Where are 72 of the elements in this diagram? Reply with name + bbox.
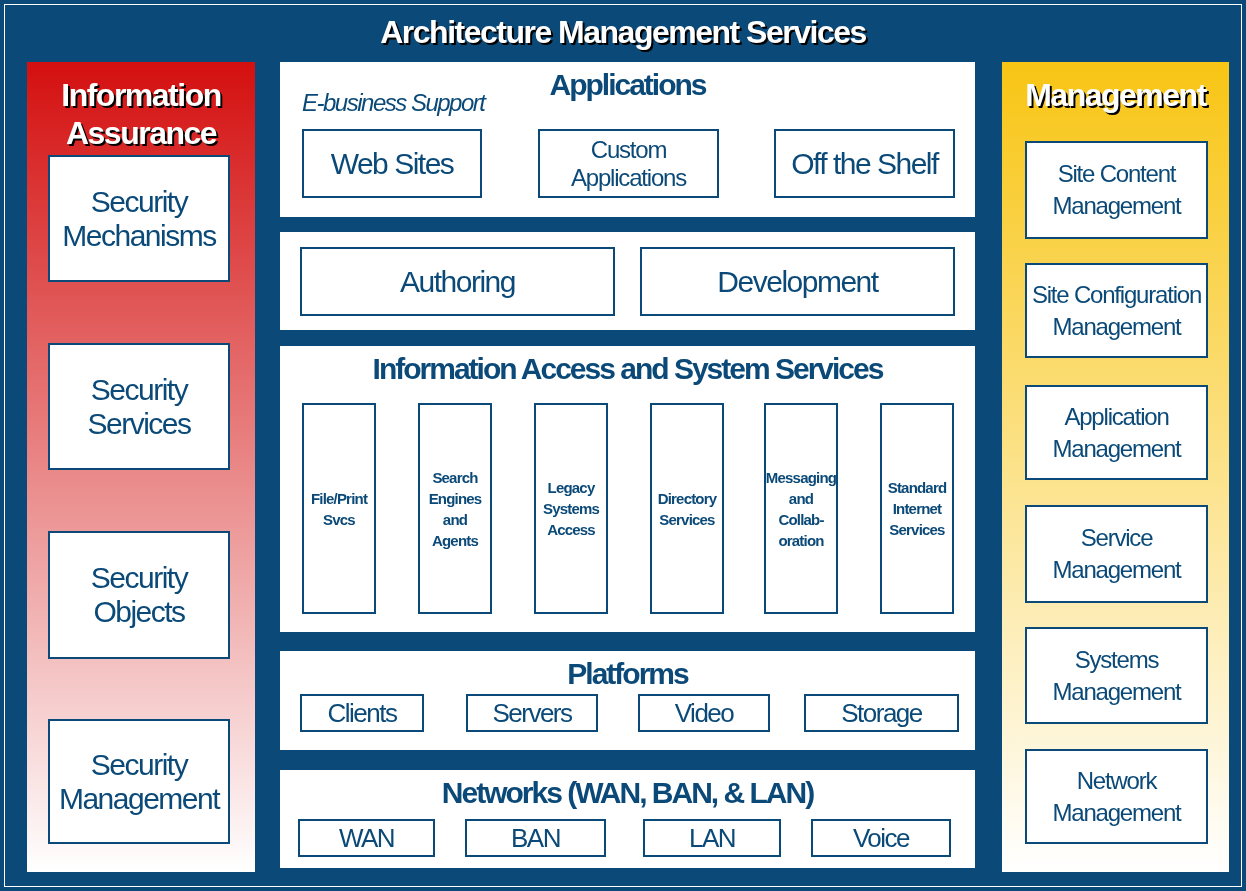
component-box [538,129,719,198]
component-box [1025,749,1208,844]
component-box [302,129,482,198]
component-box [298,819,435,857]
box-label: Systems Management [1051,644,1183,707]
box-label: WAN [338,823,395,853]
layer-panel [280,232,975,330]
heading: Information Access and System Services [371,352,884,386]
box-label: Custom Applications [570,135,688,192]
component-box [302,403,376,614]
component-box [650,403,724,614]
component-box [466,694,598,732]
box-label: Voice [852,823,910,853]
box-label: Security Management [57,747,221,816]
box-label: Servers [492,698,572,728]
box-label: Storage [841,698,922,728]
box-label: Messaging and Collab- oration [765,467,837,551]
heading: Networks (WAN, BAN, & LAN) [440,776,815,810]
box-label: Authoring [400,264,515,299]
component-box [764,403,838,614]
component-box [640,247,955,316]
side-panel [1002,62,1229,872]
layer-panel [280,651,975,750]
box-label: Site Content Management [1051,159,1183,221]
component-box [48,343,230,470]
heading: Management [1024,76,1208,114]
component-box [1025,505,1208,603]
box-label: Network Management [1051,765,1183,828]
component-box [1025,627,1208,724]
box-label: Video [674,698,734,728]
layer-panel [280,770,975,868]
box-label: Service Management [1051,523,1183,585]
heading: Platforms [566,657,690,691]
box-label: Search Engines and Agents [427,467,483,551]
layer-panel [280,346,975,632]
heading: Information Assurance [60,76,222,152]
component-box [774,129,955,198]
box-label: Security Services [86,372,192,441]
box-label: Development [717,264,878,299]
box-label: File/Print Svcs [309,488,369,530]
component-box [48,155,230,282]
box-label: BAN [511,823,560,853]
side-panel [27,62,255,872]
component-box [534,403,608,614]
box-label: LAN [688,823,736,853]
component-box [300,247,615,316]
component-box [300,694,424,732]
box-label: Security Mechanisms [61,184,217,253]
component-box [643,819,781,857]
component-box [880,403,954,614]
layer-panel [280,62,975,217]
box-label: Security Objects [89,561,189,629]
component-box [48,531,230,659]
subheading: E-business Support [302,88,485,118]
component-box [638,694,770,732]
box-label: Application Management [1051,401,1183,464]
box-label: Site Configuration Management [1030,279,1203,342]
box-label: Web Sites [330,146,454,181]
component-box [418,403,492,614]
component-box [465,819,606,857]
box-label: Legacy Systems Access [541,478,601,540]
heading: Architecture Management Services [379,14,867,51]
box-label: Directory Services [656,488,718,530]
component-box [1025,263,1208,358]
box-label: Clients [327,698,397,728]
component-box [1025,141,1208,239]
component-box [804,694,959,732]
box-label: Off the Shelf [791,146,938,181]
box-label: Standard Internet Services [886,478,948,540]
component-box [811,819,951,857]
component-box [1025,385,1208,480]
component-box [48,719,230,844]
